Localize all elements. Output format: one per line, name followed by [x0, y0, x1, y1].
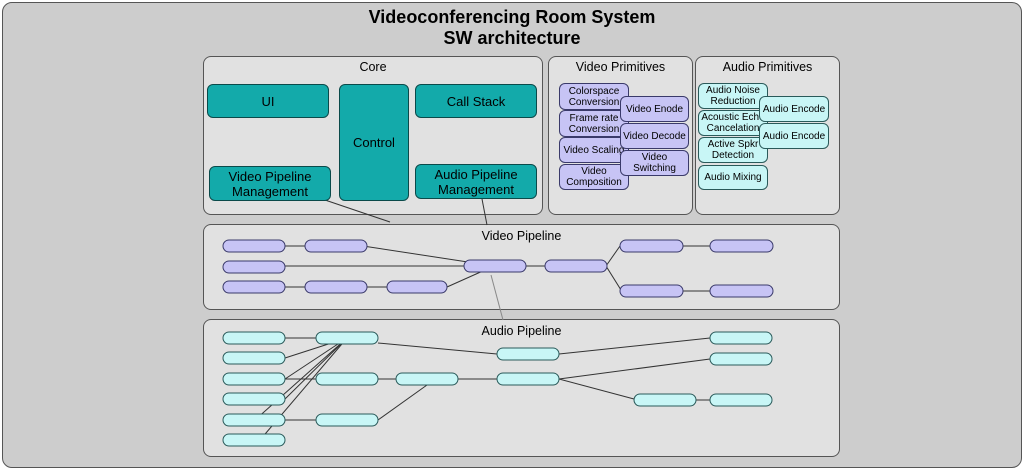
noise-line1: Audio Noise	[706, 85, 760, 96]
audio-primitives-title: Audio Primitives	[722, 60, 813, 74]
video-pipeline-node[interactable]	[304, 239, 368, 253]
audio-mixing-box[interactable]: Audio Mixing	[698, 165, 768, 190]
audio-pipeline-node[interactable]	[315, 413, 379, 427]
audio-mgmt-label-line2: Management	[438, 181, 514, 197]
diagram-title-line1: Videoconferencing Room System	[368, 7, 656, 27]
audio-edge	[558, 358, 711, 380]
audio-encode-box-2[interactable]: Audio Encode	[759, 123, 829, 149]
echo-line2: Cancelation	[706, 123, 760, 134]
video-pipeline-node[interactable]	[222, 280, 286, 294]
ui-box[interactable]: UI	[207, 84, 329, 118]
video-primitives-title: Video Primitives	[575, 60, 666, 74]
audio-pipeline-node[interactable]	[222, 433, 286, 447]
audio-pipeline-node[interactable]	[709, 393, 773, 407]
video-decode-label: Video Decode	[623, 130, 686, 142]
video-pipeline-node[interactable]	[544, 259, 608, 273]
audio-edge	[284, 337, 348, 380]
video-encode-box[interactable]: Video Enode	[620, 96, 689, 122]
audio-edge	[377, 342, 498, 355]
audio-pipeline-node[interactable]	[222, 413, 286, 427]
video-pipeline-node[interactable]	[386, 280, 448, 294]
diagram-title-line2: SW architecture	[443, 28, 581, 48]
video-edge	[605, 245, 621, 267]
audio-pipeline-node[interactable]	[222, 372, 286, 386]
audio-noise-reduction-box[interactable]: Audio Noise Reduction	[698, 83, 768, 109]
switching-line2: Switching	[633, 163, 676, 174]
video-mgmt-connector	[324, 199, 391, 223]
video-edge	[605, 265, 622, 291]
noise-line2: Reduction	[710, 96, 756, 107]
spkr-line1: Active Spkr	[707, 139, 759, 150]
core-panel-title: Core	[359, 60, 387, 74]
video-pipeline-node[interactable]	[463, 259, 527, 273]
video-pipeline-node[interactable]	[619, 284, 684, 298]
echo-line1: Acoustic Echo	[701, 112, 765, 123]
framerate-line2: Conversion	[568, 123, 620, 135]
colorspace-line1: Colorspace	[568, 85, 620, 97]
audio-pipeline-node[interactable]	[222, 392, 286, 406]
composition-line1: Video	[581, 166, 607, 177]
frame-rate-conversion-box[interactable]: Frame rate Conversion	[559, 110, 629, 137]
composition-line2: Composition	[566, 177, 622, 188]
audio-pipeline-node[interactable]	[315, 331, 379, 345]
switching-line1: Video	[641, 152, 668, 163]
framerate-line1: Frame rate	[569, 112, 619, 124]
video-pipeline-node[interactable]	[619, 239, 684, 253]
audio-pipeline-management-box[interactable]: Audio Pipeline Management	[415, 164, 537, 199]
video-encode-label: Video Enode	[625, 103, 684, 115]
audio-edge	[558, 378, 635, 400]
video-mgmt-label-line2: Management	[232, 183, 308, 199]
video-mgmt-label-line1: Video Pipeline	[228, 168, 312, 184]
audio-encode-box-1[interactable]: Audio Encode	[759, 96, 829, 122]
audio-mgmt-connector-lower	[490, 274, 504, 321]
active-speaker-detection-box[interactable]: Active Spkr Detection	[698, 137, 768, 163]
video-pipeline-node[interactable]	[709, 239, 774, 253]
video-switching-box[interactable]: Video Switching	[620, 150, 689, 176]
audio-encode-2-label: Audio Encode	[762, 130, 826, 142]
mixing-label: Audio Mixing	[704, 172, 762, 183]
video-pipeline-node[interactable]	[222, 239, 286, 253]
audio-pipeline-node[interactable]	[496, 347, 560, 361]
acoustic-echo-cancelation-box[interactable]: Acoustic Echo Cancelation	[698, 110, 768, 136]
control-box[interactable]: Control	[339, 84, 409, 201]
colorspace-line2: Conversion	[568, 96, 620, 108]
audio-encode-1-label: Audio Encode	[762, 103, 826, 115]
video-decode-box[interactable]: Video Decode	[620, 123, 689, 149]
video-composition-box[interactable]: Video Composition	[559, 164, 629, 190]
control-label: Control	[353, 135, 395, 150]
audio-edge	[377, 384, 428, 421]
audio-pipeline-title: Audio Pipeline	[481, 324, 562, 338]
call-stack-label: Call Stack	[446, 93, 506, 109]
video-scaling-box[interactable]: Video Scaling	[559, 137, 629, 163]
audio-pipeline-node[interactable]	[222, 331, 286, 345]
audio-pipeline-node[interactable]	[395, 372, 459, 386]
audio-pipeline-node[interactable]	[315, 372, 379, 386]
video-pipeline-node[interactable]	[304, 280, 368, 294]
scaling-label: Video Scaling	[563, 144, 625, 156]
audio-pipeline-node[interactable]	[222, 351, 286, 365]
audio-edge	[284, 337, 348, 400]
video-pipeline-node[interactable]	[222, 260, 286, 274]
ui-label: UI	[261, 93, 275, 109]
colorspace-conversion-box[interactable]: Colorspace Conversion	[559, 83, 629, 110]
video-pipeline-title: Video Pipeline	[481, 229, 562, 243]
audio-pipeline-node[interactable]	[496, 372, 560, 386]
audio-pipeline-node[interactable]	[709, 331, 773, 345]
video-pipeline-management-box[interactable]: Video Pipeline Management	[209, 166, 331, 201]
audio-pipeline-node[interactable]	[633, 393, 697, 407]
spkr-line2: Detection	[711, 150, 755, 161]
audio-pipeline-node[interactable]	[709, 352, 773, 366]
audio-edge	[558, 337, 711, 355]
audio-mgmt-label-line1: Audio Pipeline	[434, 166, 518, 182]
audio-mgmt-connector	[481, 198, 488, 226]
video-pipeline-node[interactable]	[709, 284, 774, 298]
call-stack-box[interactable]: Call Stack	[415, 84, 537, 118]
